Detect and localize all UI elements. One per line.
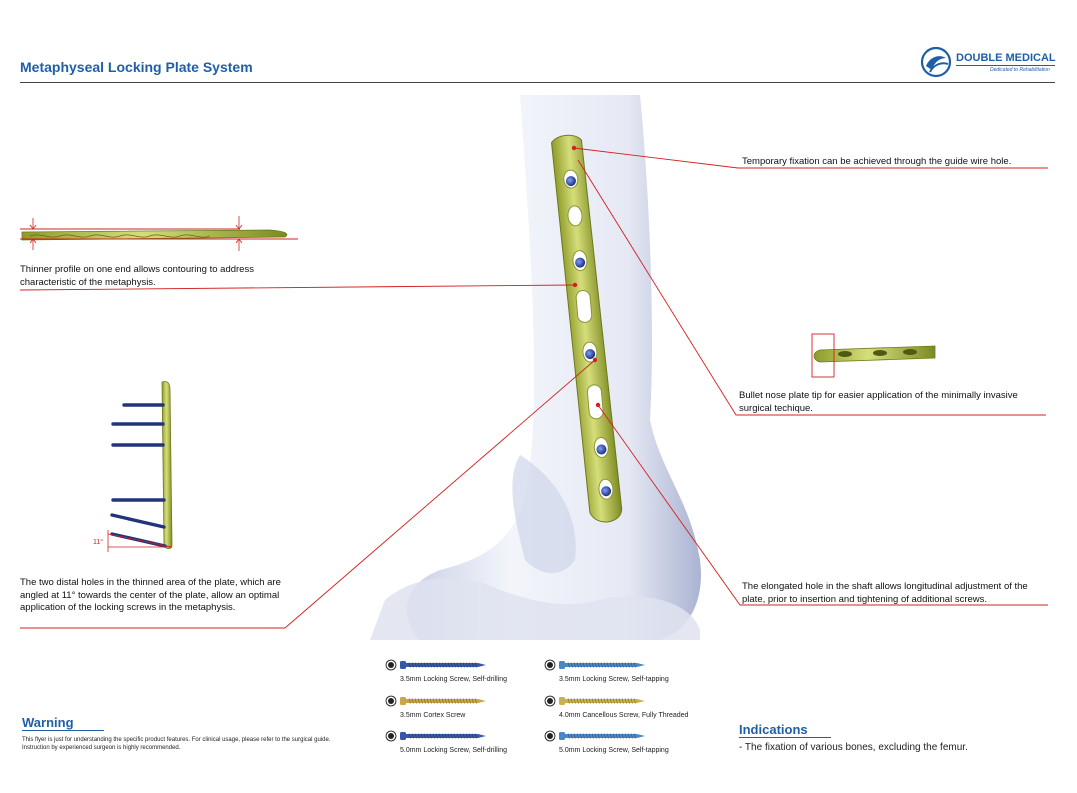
screw-icon <box>559 697 645 705</box>
screw-label: 4.0mm Cancellous Screw, Fully Threaded <box>559 712 689 719</box>
locking-plate <box>551 134 623 523</box>
bullet-icon <box>388 698 394 704</box>
brand-divider <box>956 65 1055 66</box>
plate-with-angled-screws: 11° <box>93 381 173 552</box>
screw-label: 3.5mm Cortex Screw <box>400 712 466 719</box>
callout-dots <box>571 145 601 408</box>
plate-side-profile <box>20 216 298 251</box>
screw-icon <box>400 732 486 740</box>
page-title: Metaphyseal Locking Plate System <box>20 59 253 75</box>
callout-thinner-profile: Thinner profile on one end allows contou… <box>20 264 254 288</box>
screw-label: 3.5mm Locking Screw, Self-tapping <box>559 676 669 683</box>
callout-bullet-nose: Bullet nose plate tip for easier applica… <box>739 390 1018 414</box>
screw-icon <box>559 732 645 740</box>
screw-icon <box>559 661 645 669</box>
brand-tagline: Dedicated to Rehabilitation <box>990 67 1050 73</box>
brand-logo: DOUBLE MEDICAL Dedicated to Rehabilitati… <box>920 46 1060 80</box>
screw-icon <box>400 661 486 669</box>
header-divider <box>20 82 1055 83</box>
indications-divider <box>739 737 831 738</box>
brand-name: DOUBLE MEDICAL <box>956 52 1056 64</box>
bullet-icon <box>547 698 553 704</box>
warning-text: This flyer is just for understanding the… <box>22 737 331 751</box>
callout-leaders <box>19 147 1048 629</box>
bullet-icon <box>388 733 394 739</box>
warning-divider <box>22 730 104 731</box>
callout-guide-wire: Temporary fixation can be achieved throu… <box>742 156 1012 167</box>
screw-label: 5.0mm Locking Screw, Self-tapping <box>559 747 669 754</box>
callout-elongated-hole: The elongated hole in the shaft allows l… <box>742 581 1028 605</box>
screw-label: 3.5mm Locking Screw, Self-drilling <box>400 676 507 683</box>
bone-illustration <box>370 95 701 640</box>
indications-title: Indications <box>739 722 808 737</box>
warning-title: Warning <box>22 715 74 730</box>
indications-text: - The fixation of various bones, excludi… <box>739 742 968 753</box>
bullet-icon <box>547 733 553 739</box>
callout-distal-holes: The two distal holes in the thinned area… <box>20 577 281 613</box>
angle-label: 11° <box>93 538 103 546</box>
screw-icon <box>400 697 486 705</box>
screw-label: 5.0mm Locking Screw, Self-drilling <box>400 747 507 754</box>
bullet-icon <box>547 662 553 668</box>
bullet-icon <box>388 662 394 668</box>
brand-logo-icon <box>920 46 952 78</box>
bullet-nose-plate-tip <box>811 333 936 378</box>
